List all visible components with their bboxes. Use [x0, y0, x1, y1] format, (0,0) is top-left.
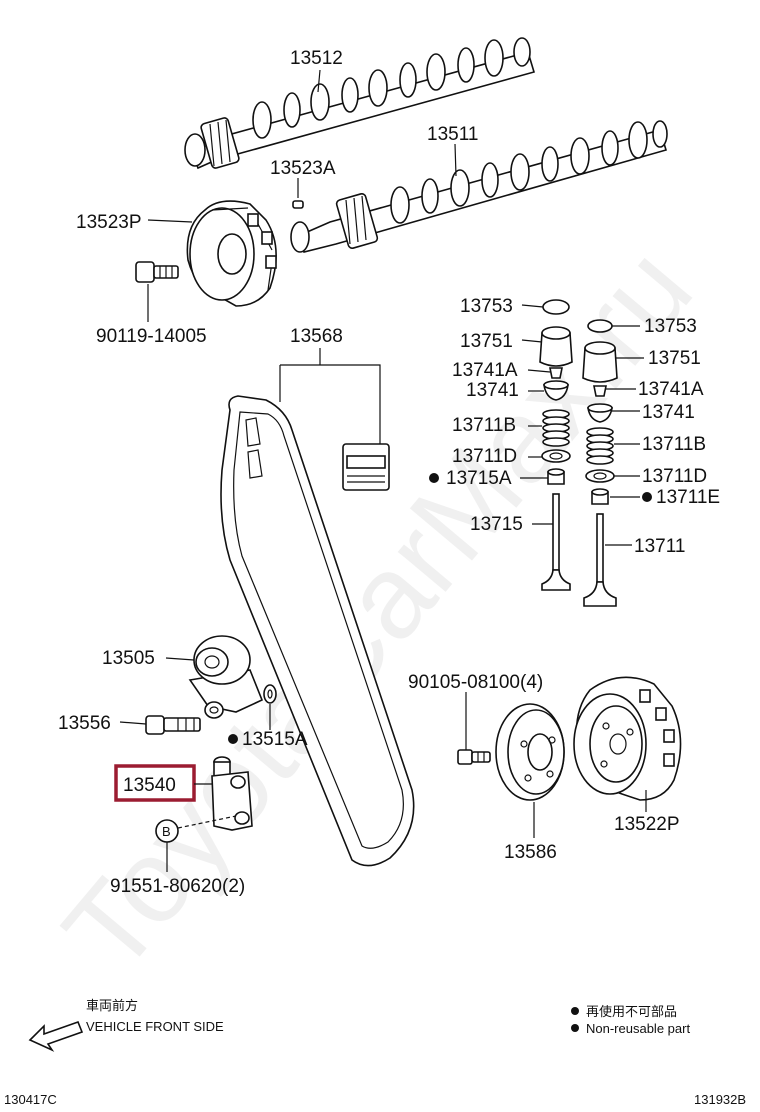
bolt-90119-14005	[135, 261, 179, 283]
label-13711D-right: 13711D	[642, 466, 707, 487]
belt-section-icon	[342, 443, 390, 491]
key-13523A	[292, 200, 304, 209]
label-13711B-left: 13711B	[452, 415, 516, 436]
front-side-english: VEHICLE FRONT SIDE	[86, 1019, 224, 1034]
label-13711D-left: 13711D	[452, 446, 517, 467]
non-reusable-dot	[642, 492, 652, 502]
label-90119-14005: 90119-14005	[96, 326, 207, 347]
label-13522P: 13522P	[614, 814, 680, 835]
label-13711E: 13711E	[656, 487, 720, 508]
label-13753-left: 13753	[460, 296, 513, 317]
washer-13515A	[263, 684, 277, 704]
label-13512: 13512	[290, 48, 343, 69]
crank-pulley-13522P	[573, 676, 682, 801]
label-13568: 13568	[290, 326, 343, 347]
valve-stack-right	[582, 319, 618, 607]
bolt-13556	[145, 715, 201, 735]
non-reusable-dot	[429, 473, 439, 483]
legend-japanese: 再使用不可部品	[586, 1004, 677, 1019]
diagram-code-left: 130417C	[4, 1092, 57, 1107]
label-13715: 13715	[470, 514, 523, 535]
plate-13586	[495, 703, 565, 801]
label-13751-left: 13751	[460, 331, 513, 352]
label-13523P: 13523P	[76, 212, 142, 233]
label-13556: 13556	[58, 713, 111, 734]
bolt-90105-08100	[457, 749, 491, 765]
label-13540[interactable]: 13540	[123, 775, 176, 796]
legend-english: Non-reusable part	[586, 1021, 690, 1036]
diagram-code-right: 131932B	[694, 1092, 746, 1107]
label-13741-right: 13741	[642, 402, 695, 423]
idler-pulley-13505	[188, 635, 264, 719]
label-13511: 13511	[427, 124, 478, 145]
timing-belt-13568	[220, 395, 415, 867]
label-91551-80620: 91551-80620(2)	[110, 876, 245, 897]
label-13523A: 13523A	[270, 158, 336, 179]
bolt-callout-letter: B	[162, 824, 171, 839]
label-13715A: 13715A	[446, 468, 512, 489]
label-13505: 13505	[102, 648, 155, 669]
front-side-japanese: 車両前方	[86, 998, 138, 1013]
camshaft-pulley-13523P	[186, 200, 277, 307]
label-13741-left: 13741	[466, 380, 519, 401]
label-13711: 13711	[634, 536, 685, 557]
legend-dot	[571, 1024, 579, 1032]
label-13586: 13586	[504, 842, 557, 863]
label-13751-right: 13751	[648, 348, 701, 369]
label-13741A-right: 13741A	[638, 379, 704, 400]
tensioner-13540	[211, 756, 253, 831]
label-13753-right: 13753	[644, 316, 697, 337]
label-90105-08100: 90105-08100(4)	[408, 672, 543, 693]
label-13711B-right: 13711B	[642, 434, 706, 455]
non-reusable-dot	[228, 734, 238, 744]
highlight-box[interactable]	[114, 764, 196, 802]
camshaft-13512	[184, 37, 536, 170]
camshaft-13511	[290, 120, 668, 253]
legend-dot	[571, 1007, 579, 1015]
valve-stack-left	[539, 299, 573, 591]
front-arrow-icon	[28, 1020, 84, 1052]
label-13515A: 13515A	[242, 729, 308, 750]
label-13741A-left: 13741A	[452, 360, 518, 381]
